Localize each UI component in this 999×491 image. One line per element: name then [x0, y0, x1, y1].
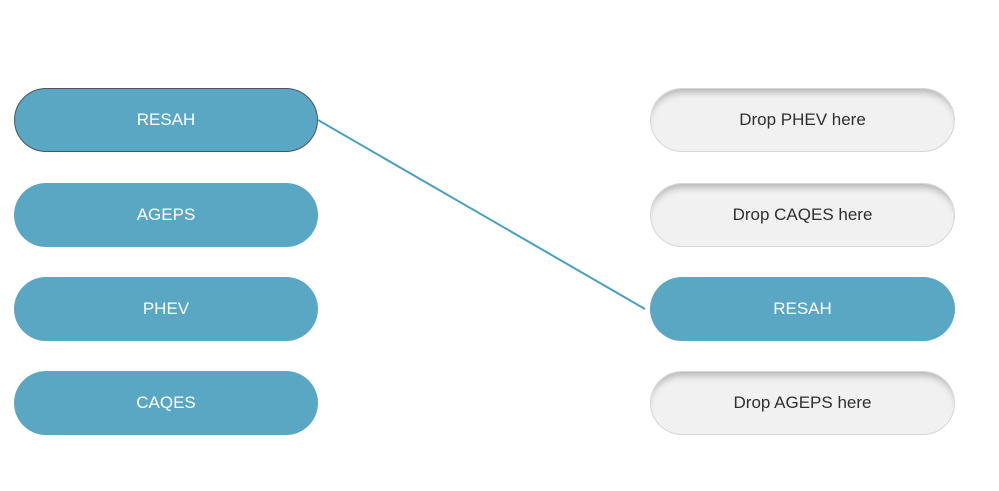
- drag-item-ageps[interactable]: AGEPS: [14, 183, 318, 247]
- drop-slot-ageps[interactable]: Drop AGEPS here: [650, 371, 955, 435]
- drag-item-label: PHEV: [142, 299, 190, 318]
- drag-item-caqes[interactable]: CAQES: [14, 371, 318, 435]
- drop-slot-label: Drop AGEPS here: [733, 393, 872, 412]
- drag-item-label: AGEPS: [136, 205, 196, 224]
- drop-slot-phev[interactable]: Drop PHEV here: [650, 88, 955, 152]
- drag-item-phev[interactable]: PHEV: [14, 277, 318, 341]
- drag-item-label: RESAH: [136, 110, 196, 129]
- drop-slot-label: Drop PHEV here: [739, 110, 866, 129]
- drop-slot-label: Drop CAQES here: [732, 205, 873, 224]
- drag-item-label: CAQES: [136, 393, 196, 412]
- connection-line: [317, 119, 646, 310]
- drag-item-resah[interactable]: RESAH: [14, 88, 318, 152]
- drop-slot-label: RESAH: [773, 299, 832, 318]
- drop-slot-resah-filled[interactable]: RESAH: [650, 277, 955, 341]
- drop-slot-caqes[interactable]: Drop CAQES here: [650, 183, 955, 247]
